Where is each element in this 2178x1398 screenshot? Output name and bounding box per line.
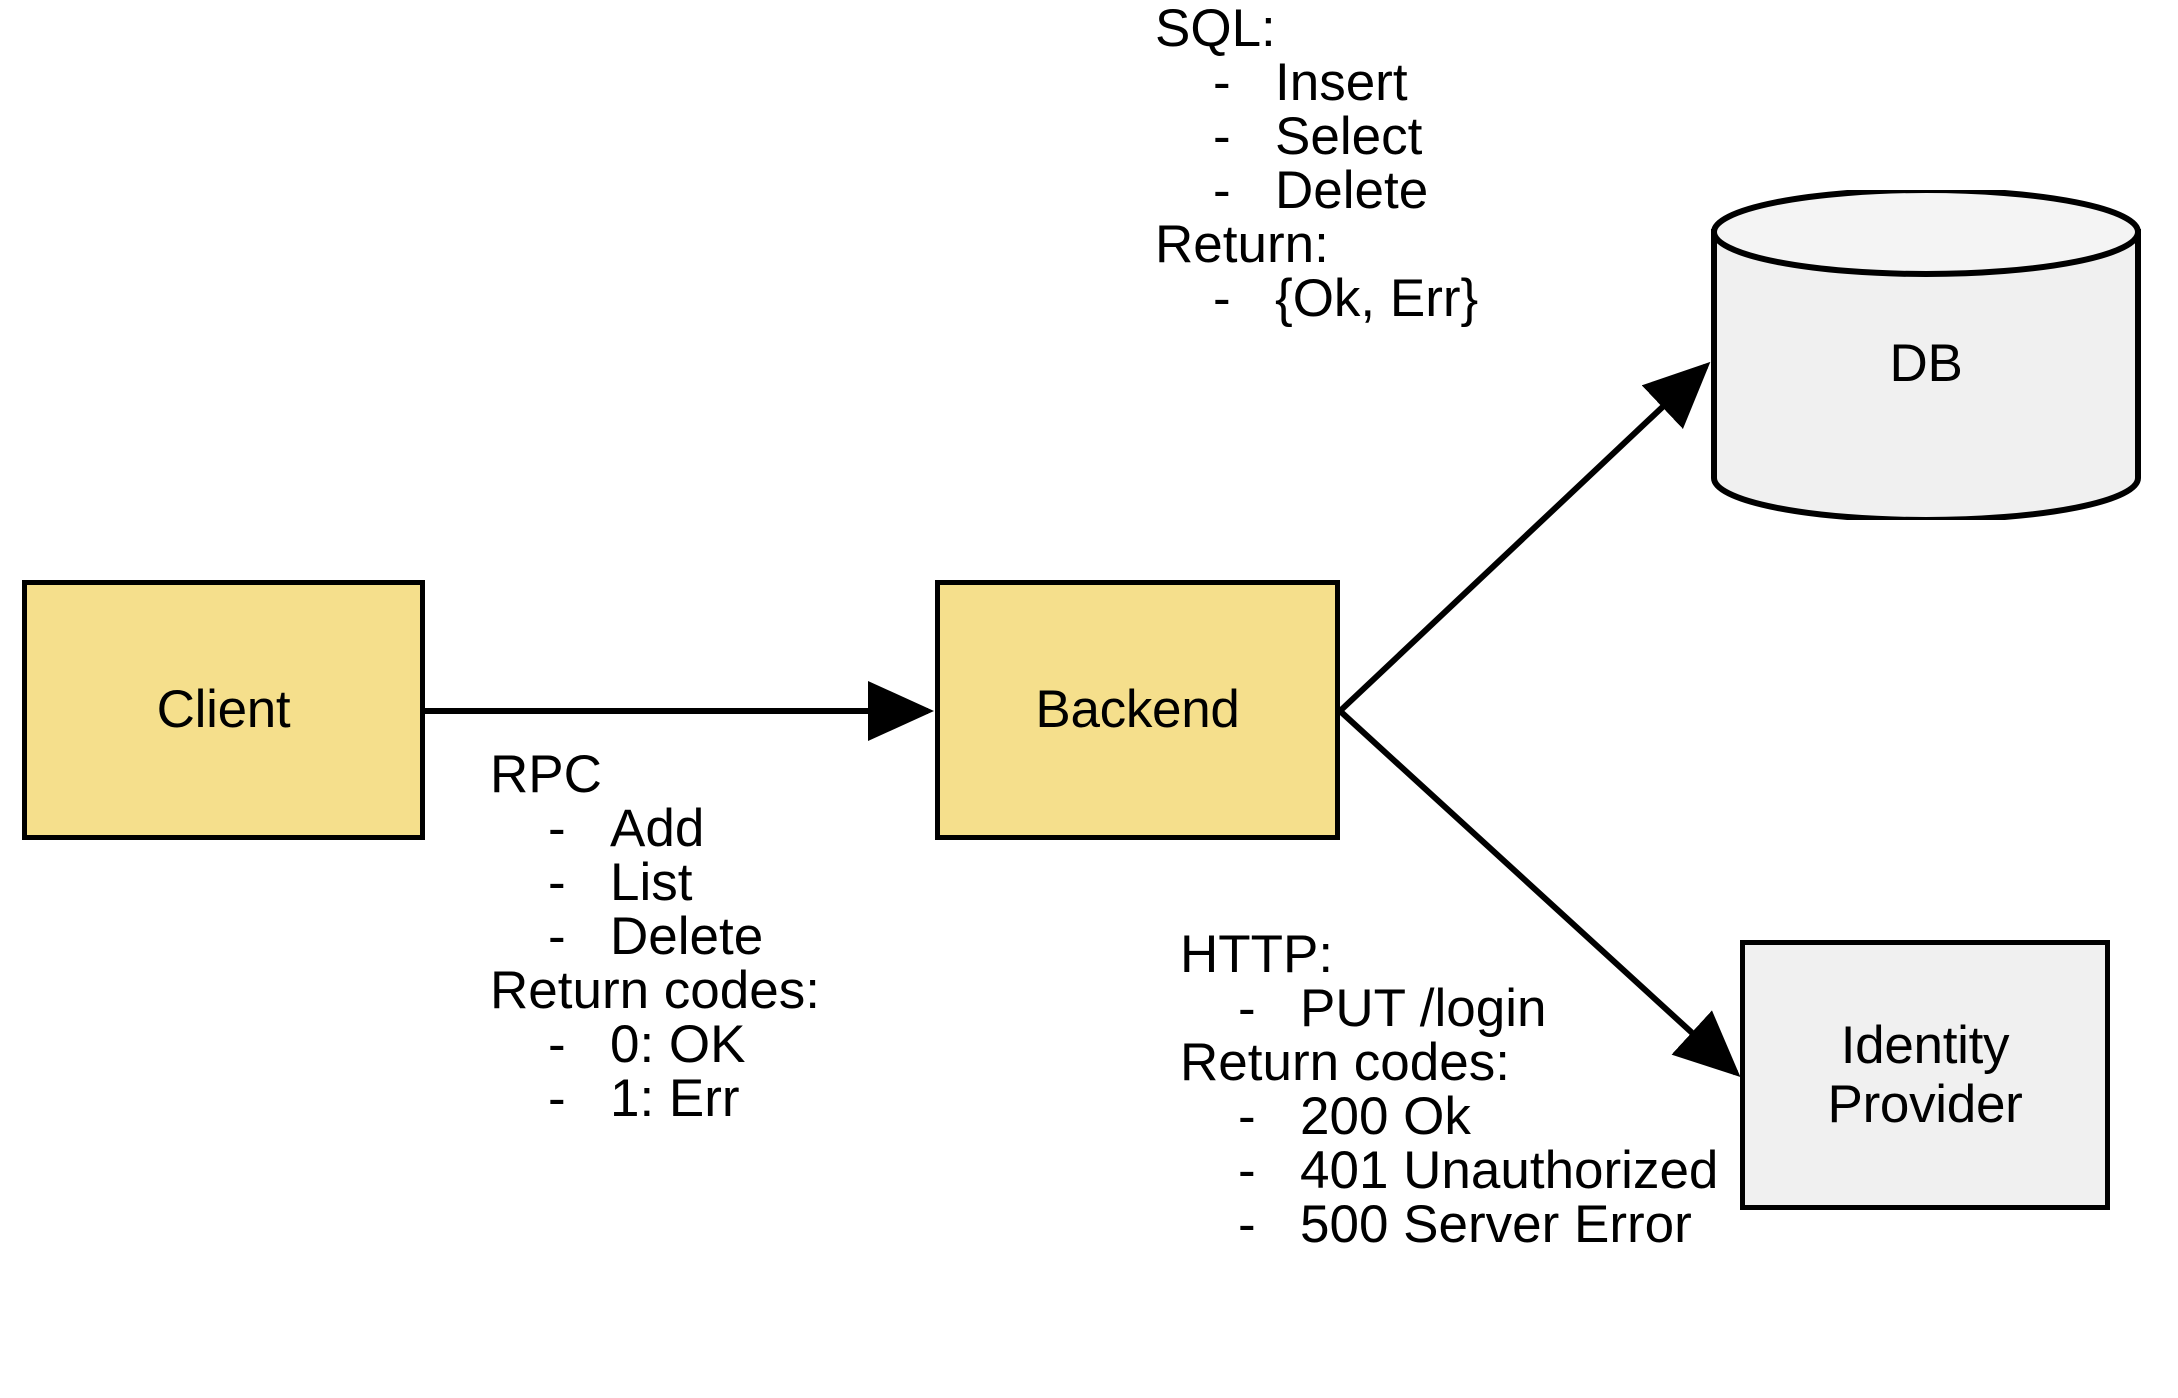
node-db-label: DB — [1889, 334, 1963, 394]
sql-annotation: SQL: -Insert -Select -Delete Return: -{O… — [1155, 2, 1478, 326]
bullet-dash: - — [548, 1069, 566, 1128]
node-db[interactable]: DB — [1706, 190, 2146, 520]
sql-method-0: Insert — [1275, 53, 1408, 112]
sql-returns-heading: Return: — [1155, 215, 1329, 274]
http-return-1: 401 Unauthorized — [1300, 1141, 1719, 1200]
http-return-0: 200 Ok — [1300, 1087, 1471, 1146]
node-client-label: Client — [156, 680, 291, 740]
node-identity-provider[interactable]: Identity Provider — [1740, 940, 2110, 1210]
bullet-dash: - — [1238, 1087, 1256, 1146]
http-annotation: HTTP: -PUT /login Return codes: -200 Ok … — [1180, 928, 1718, 1252]
http-return-item: -401 Unauthorized — [1180, 1144, 1718, 1198]
sql-method-1: Select — [1275, 107, 1423, 166]
http-return-item: -500 Server Error — [1180, 1198, 1718, 1252]
node-client[interactable]: Client — [22, 580, 425, 840]
http-return-2: 500 Server Error — [1300, 1195, 1692, 1254]
bullet-dash: - — [1238, 1141, 1256, 1200]
rpc-method-item: -List — [490, 856, 820, 910]
bullet-dash: - — [1238, 979, 1256, 1038]
http-method-0: PUT /login — [1300, 979, 1547, 1038]
node-identity-provider-label-line1: Identity — [1840, 1015, 2010, 1075]
node-backend-label: Backend — [1035, 680, 1240, 740]
sql-method-item: -Delete — [1155, 164, 1478, 218]
rpc-method-2: Delete — [610, 907, 764, 966]
rpc-return-1: 1: Err — [610, 1069, 740, 1128]
sql-return-item: -{Ok, Err} — [1155, 272, 1478, 326]
bullet-dash: - — [548, 799, 566, 858]
http-return-item: -200 Ok — [1180, 1090, 1718, 1144]
bullet-dash: - — [1213, 107, 1231, 166]
http-heading: HTTP: — [1180, 925, 1334, 984]
bullet-dash: - — [1213, 53, 1231, 112]
rpc-return-item: -1: Err — [490, 1072, 820, 1126]
rpc-return-item: -0: OK — [490, 1018, 820, 1072]
rpc-method-1: List — [610, 853, 693, 912]
bullet-dash: - — [1238, 1195, 1256, 1254]
bullet-dash: - — [548, 1015, 566, 1074]
rpc-heading: RPC — [490, 745, 602, 804]
sql-heading: SQL: — [1155, 0, 1276, 58]
edge-backend-to-db — [1337, 361, 1711, 714]
rpc-method-item: -Delete — [490, 910, 820, 964]
bullet-dash: - — [1213, 269, 1231, 328]
rpc-method-item: -Add — [490, 802, 820, 856]
node-backend[interactable]: Backend — [935, 580, 1340, 840]
node-identity-provider-label-line2: Provider — [1827, 1075, 2023, 1134]
bullet-dash: - — [548, 853, 566, 912]
sql-method-item: -Insert — [1155, 56, 1478, 110]
rpc-returns-heading: Return codes: — [490, 961, 820, 1020]
rpc-method-0: Add — [610, 799, 705, 858]
sql-return-0: {Ok, Err} — [1275, 269, 1479, 328]
database-cylinder-icon — [1711, 190, 2141, 520]
rpc-return-0: 0: OK — [610, 1015, 746, 1074]
http-returns-heading: Return codes: — [1180, 1033, 1510, 1092]
sql-method-item: -Select — [1155, 110, 1478, 164]
sql-method-2: Delete — [1275, 161, 1429, 220]
http-method-item: -PUT /login — [1180, 982, 1718, 1036]
bullet-dash: - — [1213, 161, 1231, 220]
bullet-dash: - — [548, 907, 566, 966]
rpc-annotation: RPC -Add -List -Delete Return codes: -0:… — [490, 748, 820, 1126]
